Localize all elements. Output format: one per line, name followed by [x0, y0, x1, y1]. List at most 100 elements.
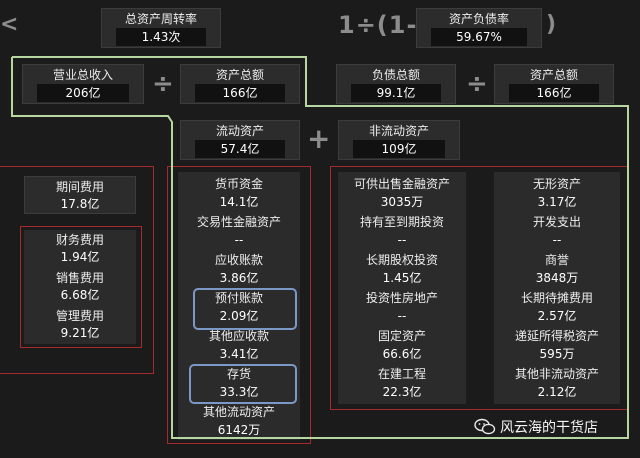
plus-sign: + — [307, 122, 331, 155]
total-assets-box-right: 资产总额 166亿 — [494, 64, 614, 104]
noncurrent-asset-label: 递延所得税资产 — [514, 329, 599, 343]
current-asset-label: 存货 — [226, 367, 251, 381]
expense-item-label: 财务费用 — [55, 233, 104, 247]
current-asset-item: 货币资金 14.1亿 — [178, 174, 300, 212]
noncurrent-asset-value: 595万 — [539, 347, 575, 361]
current-asset-label: 其他流动资产 — [202, 405, 275, 419]
noncurrent-asset-item: 开发支出 -- — [494, 212, 620, 250]
noncurrent-assets-value: 109亿 — [353, 140, 445, 158]
noncurrent-asset-item: 可供出售金融资产 3035万 — [338, 174, 466, 212]
noncurrent-assets-box: 非流动资产 109亿 — [338, 120, 460, 160]
revenue-box: 营业总收入 206亿 — [22, 64, 144, 104]
current-assets-value: 57.4亿 — [195, 140, 285, 158]
noncurrent-asset-item: 固定资产 66.6亿 — [338, 326, 466, 364]
noncurrent-right-list: 无形资产 3.17亿 开发支出 -- 商誉 3848万 长期待摊费用 2.57亿… — [494, 172, 620, 404]
expense-item-label: 销售费用 — [55, 271, 104, 285]
period-expense-value: 17.8亿 — [60, 197, 100, 211]
noncurrent-asset-value: 3848万 — [535, 271, 579, 285]
total-assets-label-left: 资产总额 — [215, 68, 264, 82]
current-asset-value: 3.86亿 — [219, 271, 259, 285]
noncurrent-asset-value: 2.12亿 — [537, 385, 577, 399]
liabilities-value: 99.1亿 — [351, 84, 441, 102]
expense-list: 财务费用 1.94亿 销售费用 6.68亿 管理费用 9.21亿 — [24, 230, 136, 344]
asset-turnover-label: 总资产周转率 — [124, 12, 197, 26]
expense-item-value: 1.94亿 — [60, 250, 100, 264]
asset-turnover-box: 总资产周转率 1.43次 — [101, 8, 221, 48]
noncurrent-asset-value: 3.17亿 — [537, 195, 577, 209]
noncurrent-asset-item: 递延所得税资产 595万 — [494, 326, 620, 364]
expense-item: 销售费用 6.68亿 — [24, 268, 136, 306]
formula-prefix: 1÷(1- — [338, 11, 418, 39]
noncurrent-asset-item: 其他非流动资产 2.12亿 — [494, 364, 620, 402]
noncurrent-asset-item: 长期待摊费用 2.57亿 — [494, 288, 620, 326]
current-asset-value: -- — [234, 233, 244, 247]
revenue-value: 206亿 — [37, 84, 129, 102]
noncurrent-asset-label: 投资性房地产 — [365, 291, 438, 305]
noncurrent-asset-value: 1.45亿 — [382, 271, 422, 285]
watermark-text: 风云海的干货店 — [500, 420, 598, 436]
noncurrent-asset-item: 商誉 3848万 — [494, 250, 620, 288]
debt-ratio-label: 资产负债率 — [448, 12, 509, 26]
noncurrent-asset-item: 在建工程 22.3亿 — [338, 364, 466, 402]
noncurrent-asset-label: 无形资产 — [532, 177, 581, 191]
liabilities-box: 负债总额 99.1亿 — [336, 64, 456, 104]
noncurrent-asset-value: -- — [397, 309, 407, 323]
current-asset-item: 交易性金融资产 -- — [178, 212, 300, 250]
noncurrent-asset-label: 可供出售金融资产 — [353, 177, 450, 191]
current-asset-label: 交易性金融资产 — [196, 215, 281, 229]
noncurrent-assets-label: 非流动资产 — [368, 124, 429, 138]
current-asset-item: 其他应收款 3.41亿 — [178, 326, 300, 364]
current-asset-item: 存货 33.3亿 — [178, 364, 300, 402]
expense-item: 财务费用 1.94亿 — [24, 230, 136, 268]
noncurrent-asset-label: 在建工程 — [377, 367, 426, 381]
formula-suffix: ) — [546, 12, 557, 37]
noncurrent-asset-item: 持有至到期投资 -- — [338, 212, 466, 250]
current-assets-box: 流动资产 57.4亿 — [180, 120, 300, 160]
total-assets-box-left: 资产总额 166亿 — [180, 64, 300, 104]
noncurrent-asset-label: 固定资产 — [377, 329, 426, 343]
current-asset-label: 应收账款 — [214, 253, 263, 267]
debt-ratio-value: 59.67% — [431, 28, 527, 46]
current-asset-item: 预付账款 2.09亿 — [178, 288, 300, 326]
current-asset-item: 应收账款 3.86亿 — [178, 250, 300, 288]
noncurrent-asset-item: 无形资产 3.17亿 — [494, 174, 620, 212]
current-asset-value: 33.3亿 — [219, 385, 259, 399]
noncurrent-asset-value: 3035万 — [380, 195, 424, 209]
noncurrent-left-list: 可供出售金融资产 3035万 持有至到期投资 -- 长期股权投资 1.45亿 投… — [338, 172, 466, 404]
current-asset-label: 其他应收款 — [208, 329, 269, 343]
noncurrent-asset-value: 22.3亿 — [382, 385, 422, 399]
revenue-label: 营业总收入 — [52, 68, 113, 82]
total-assets-value-right: 166亿 — [509, 84, 599, 102]
noncurrent-asset-value: 66.6亿 — [382, 347, 422, 361]
total-assets-label-right: 资产总额 — [529, 68, 578, 82]
noncurrent-asset-value: -- — [552, 233, 562, 247]
total-assets-value-left: 166亿 — [195, 84, 285, 102]
period-expense-box: 期间费用 17.8亿 — [24, 176, 136, 214]
expense-item-value: 9.21亿 — [60, 326, 100, 340]
asset-turnover-value: 1.43次 — [116, 28, 206, 46]
noncurrent-asset-item: 投资性房地产 -- — [338, 288, 466, 326]
liabilities-label: 负债总额 — [371, 68, 420, 82]
watermark: 风云海的干货店 — [474, 416, 598, 438]
noncurrent-asset-label: 开发支出 — [532, 215, 581, 229]
expense-item-label: 管理费用 — [55, 309, 104, 323]
wechat-icon — [474, 418, 496, 436]
noncurrent-asset-label: 商誉 — [544, 253, 569, 267]
expense-item: 管理费用 9.21亿 — [24, 306, 136, 344]
left-chevron: < — [0, 12, 19, 37]
current-asset-value: 14.1亿 — [219, 195, 259, 209]
divide-sign-left: ÷ — [152, 69, 174, 99]
current-asset-label: 货币资金 — [214, 177, 263, 191]
current-assets-label: 流动资产 — [215, 124, 264, 138]
current-asset-value: 3.41亿 — [219, 347, 259, 361]
current-asset-value: 2.09亿 — [219, 309, 259, 323]
noncurrent-asset-value: 2.57亿 — [537, 309, 577, 323]
noncurrent-asset-label: 长期待摊费用 — [520, 291, 593, 305]
divide-sign-right: ÷ — [466, 69, 488, 99]
noncurrent-asset-label: 长期股权投资 — [365, 253, 438, 267]
period-expense-label: 期间费用 — [55, 180, 104, 194]
current-assets-list: 货币资金 14.1亿 交易性金融资产 -- 应收账款 3.86亿 预付账款 2.… — [178, 172, 300, 440]
green-trace-line — [11, 56, 629, 439]
current-asset-item: 其他流动资产 6142万 — [178, 402, 300, 440]
